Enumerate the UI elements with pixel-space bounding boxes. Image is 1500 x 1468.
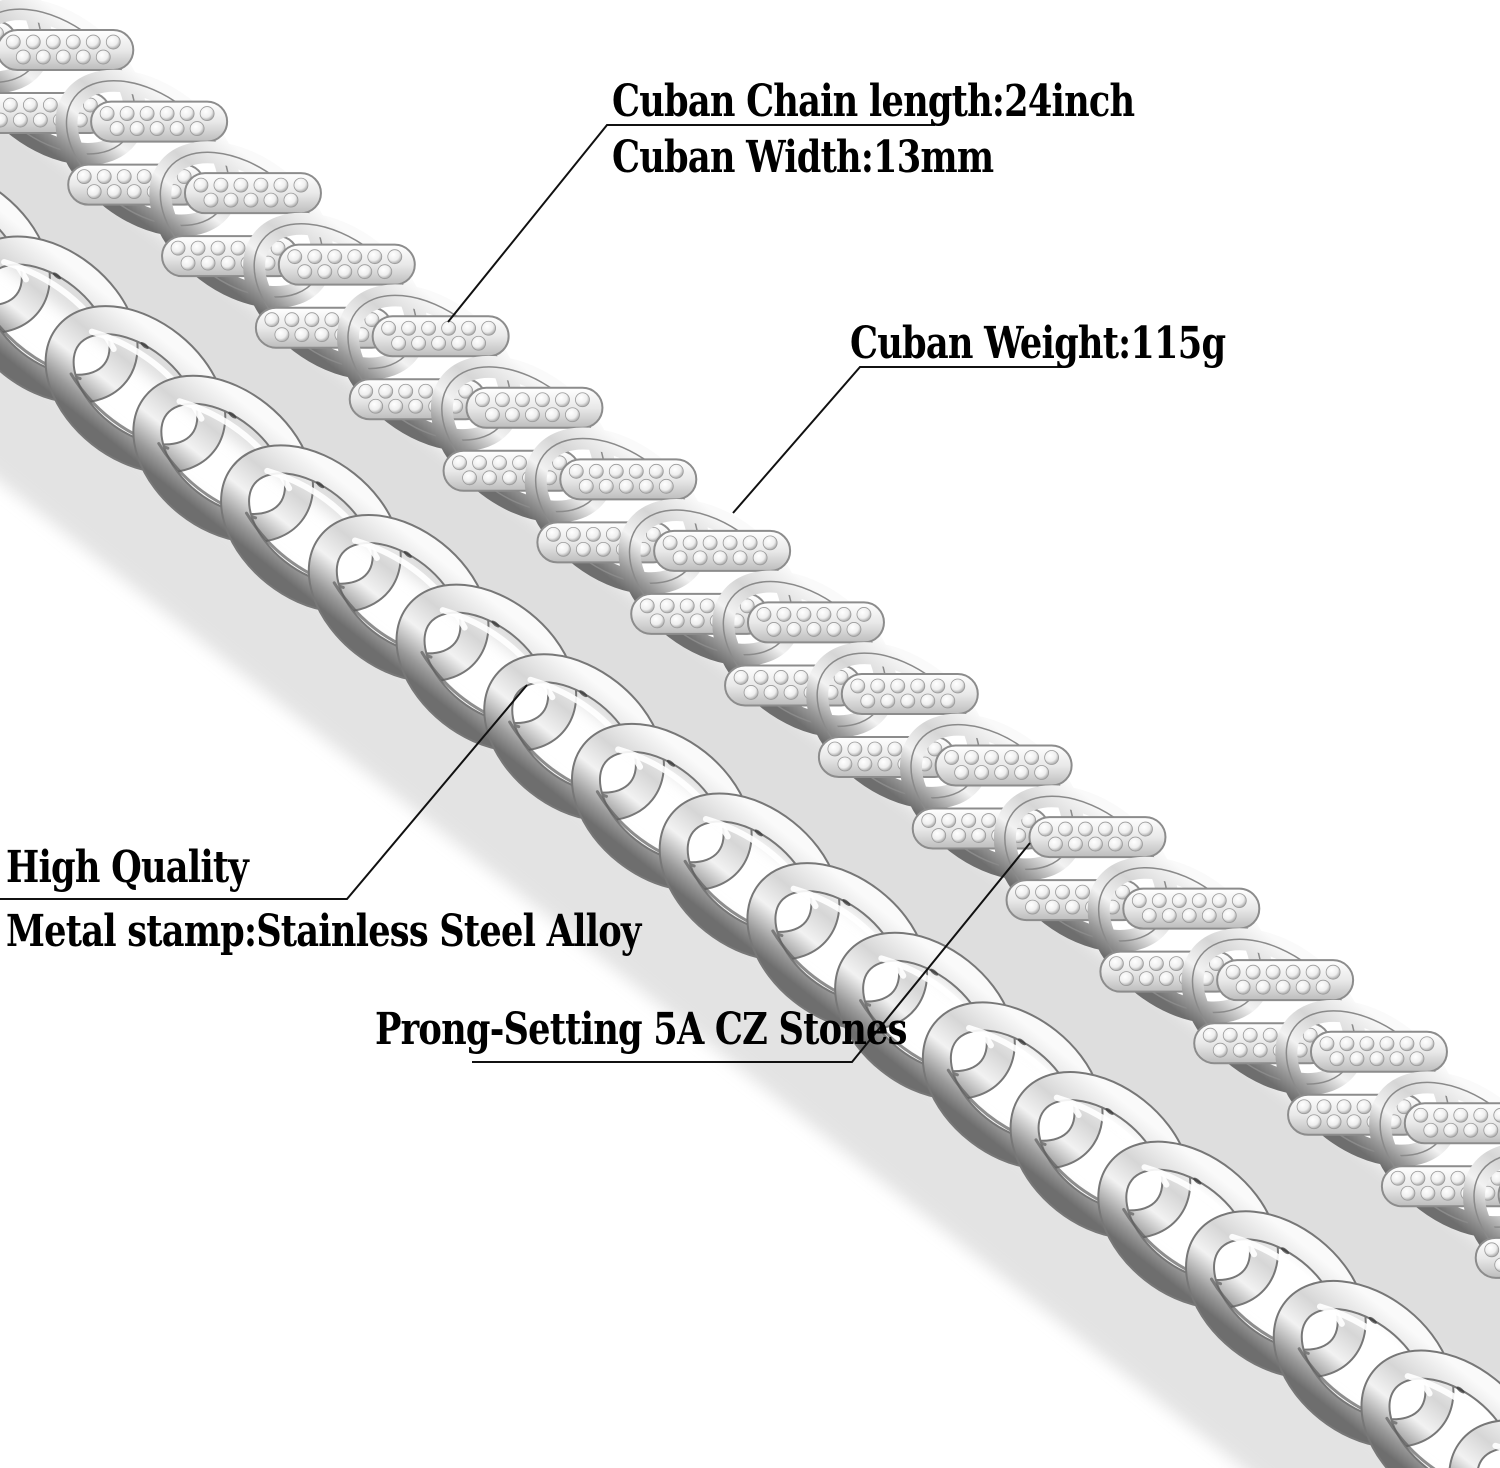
- iced-chain-shadow: [0, 110, 1500, 1390]
- plain-link: [220, 444, 402, 613]
- plain-link: [483, 653, 665, 822]
- callout-chain-width-label: Cuban Width:13mm: [612, 132, 994, 183]
- callout-weight-label: Cuban Weight:115g: [850, 318, 1226, 369]
- plain-link: [132, 374, 314, 544]
- callout-quality-label: High Quality: [6, 842, 249, 893]
- callout-metal-stamp-label: Metal stamp:Stainless Steel Alloy: [6, 906, 641, 957]
- plain-link: [1448, 1419, 1500, 1468]
- plain-link: [307, 513, 490, 683]
- iced-link: [0, 0, 147, 165]
- plain-link: [1360, 1349, 1500, 1468]
- plain-link: [1185, 1210, 1367, 1379]
- iced-link: [1463, 1142, 1500, 1310]
- plain-link: [0, 235, 139, 404]
- iced-chain: [0, 0, 1500, 1310]
- callout-chain-length-label: Cuban Chain length:24inch: [612, 76, 1135, 127]
- callout-stones-label: Prong-Setting 5A CZ Stones: [375, 1004, 907, 1055]
